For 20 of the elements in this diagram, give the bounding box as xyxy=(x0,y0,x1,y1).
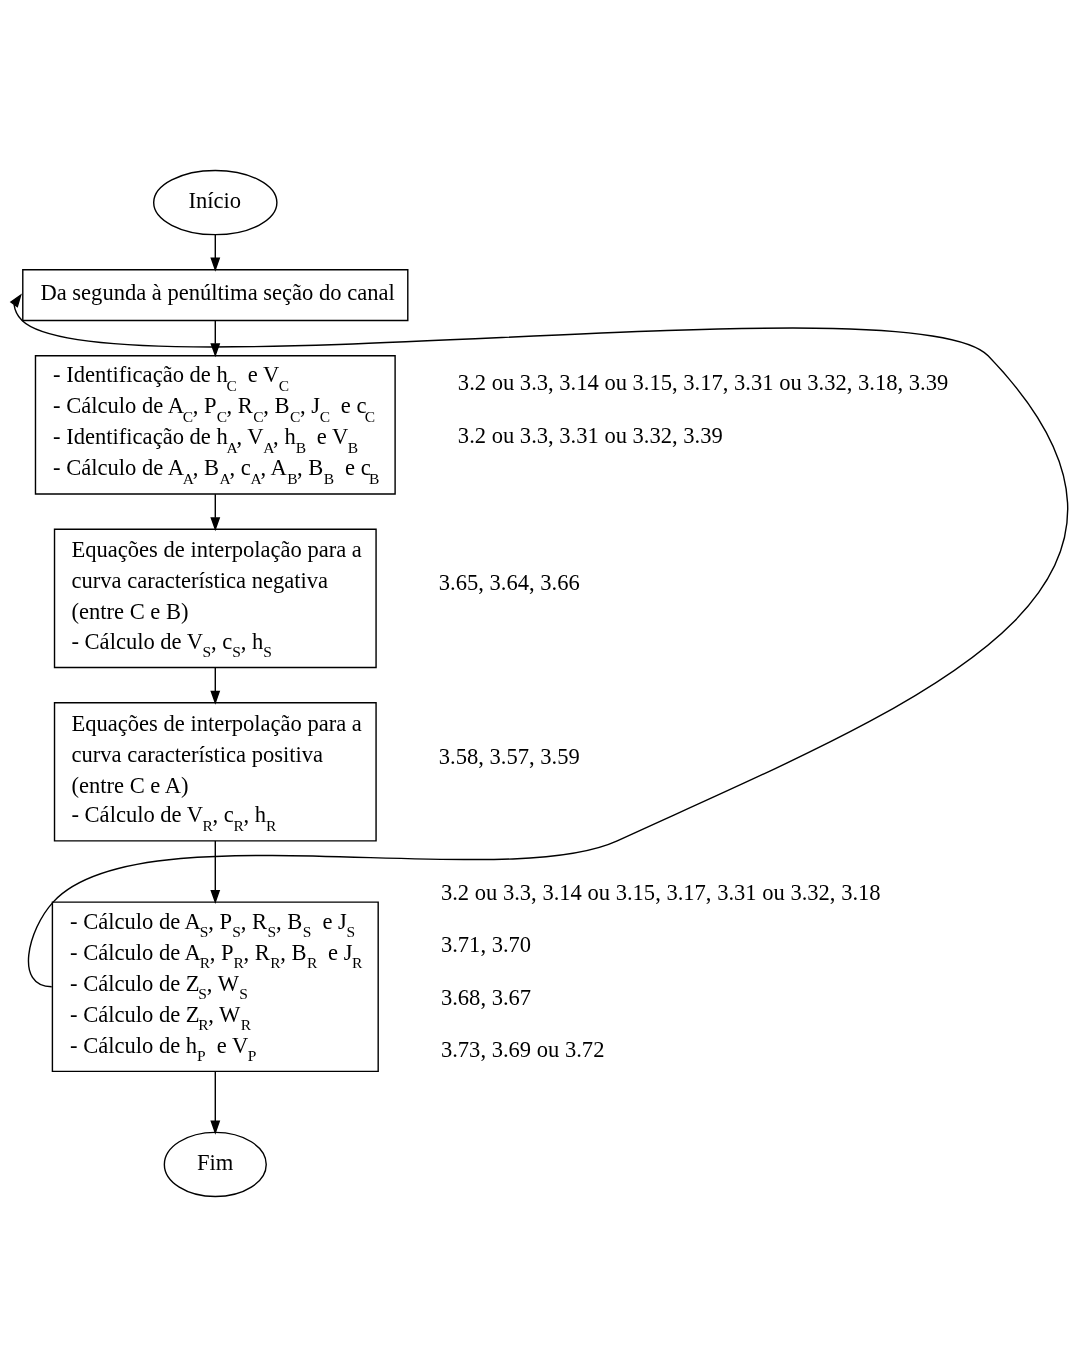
node-label: 3.71, 3.70 xyxy=(440,932,532,958)
node-label: 3.2 ou 3.3, 3.31 ou 3.32, 3.39 xyxy=(457,422,723,448)
arrow xyxy=(210,493,221,532)
node-ellipse: Fim xyxy=(163,1131,267,1198)
node-label: 3.68, 3.67 xyxy=(440,984,532,1010)
arrow xyxy=(210,1070,221,1135)
arrow xyxy=(210,234,221,272)
node-box: Equações de interpolação para a curva característica negativa (entre C e B) - Cálculo de V$_{S}$, c$_{S}$, h$_{S}$ xyxy=(53,528,377,669)
node-box: - Identificação de h$_{C}$ e V$_{C}$ - Cálculo de A$_{C}$, P$_{C}$, R$_{C}$, B$_{C}$, J$_{C}$ e c$_{C}$ - Identificação de h$_{A}$, V$_{A}$, h$_{B}$ e V$_{B}$ - Cálculo de A$_{A}$, B$_{A}$, c$_{A}$, A$_{B}$, B$_{B}$ e c$_{B}$ xyxy=(34,355,396,495)
node-label: 3.2 ou 3.3, 3.14 ou 3.15, 3.17, 3.31 ou 3.32, 3.18, 3.39 xyxy=(457,370,949,396)
node-ellipse: Início xyxy=(153,169,278,236)
node-label: 3.73, 3.69 ou 3.72 xyxy=(440,1037,605,1063)
node-label: 3.58, 3.57, 3.59 xyxy=(438,743,580,769)
node-box: Da segunda à penúltima seção do canal xyxy=(22,269,409,322)
node-label: 3.65, 3.64, 3.66 xyxy=(438,570,580,596)
arrow xyxy=(210,666,221,705)
arrow xyxy=(210,840,221,905)
node-label: 3.2 ou 3.3, 3.14 ou 3.15, 3.17, 3.31 ou 3.32, 3.18 xyxy=(440,879,881,905)
node-box: Equações de interpolação para a curva característica positiva (entre C e A) - Cálculo de V$_{R}$, c$_{R}$, h$_{R}$ xyxy=(53,702,377,842)
node-box: - Cálculo de A$_{S}$, P$_{S}$, R$_{S}$, B$_{S}$ e J$_{S}$ - Cálculo de A$_{R}$, P$_{R}$, R$_{R}$, B$_{R}$ e J$_{R}$ - Cálculo de Z$_{S}$, W$_{S}$ - Cálculo de Z$_{R}$, W$_{R}$ - Cálculo de h$_{P}$ e V$_{P}$ xyxy=(51,901,379,1073)
